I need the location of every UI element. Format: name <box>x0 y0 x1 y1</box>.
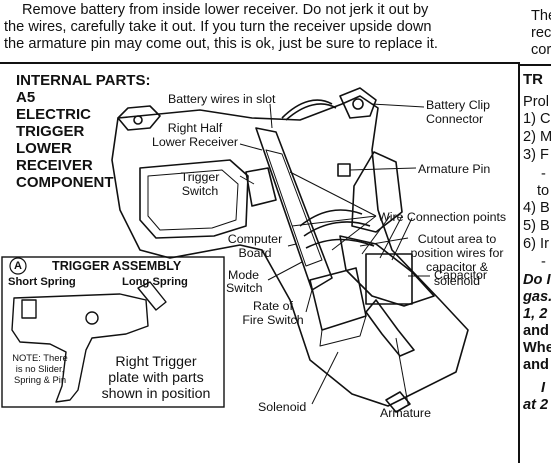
callout-cutout-2: position wires for <box>404 246 510 260</box>
armature-body <box>366 300 414 356</box>
callout-armature: Armature <box>380 406 431 420</box>
trigger-pivot-hole <box>86 312 98 324</box>
trigger-assembly-badge: A <box>14 260 22 272</box>
right-line-10: - <box>541 254 546 271</box>
right-line-9: 6) Ir <box>523 236 549 253</box>
callout-battery-wires: Battery wires in slot <box>168 92 275 106</box>
right-line-14: and <box>523 323 549 340</box>
note-line-3: Spring & Pin <box>4 374 76 385</box>
right-line-17: I <box>541 380 545 397</box>
callout-battery-clip-2: Connector <box>426 112 483 126</box>
right-line-5: - <box>541 166 546 183</box>
right-line-8: 5) B <box>523 218 550 235</box>
leader-solenoid <box>312 352 338 404</box>
callout-mode-switch-1: Mode <box>228 268 259 282</box>
solenoid-side <box>320 316 366 346</box>
right-line-7: 4) B <box>523 200 550 217</box>
right-line-3: 2) M <box>523 129 551 146</box>
right-line-12: gas. <box>523 289 551 306</box>
right-line-4: 3) F <box>523 147 549 164</box>
callout-wire-points: Wire Connection points <box>378 210 506 224</box>
callout-right-half-2: Lower Receiver <box>146 135 244 149</box>
trigger-assembly-title: TRIGGER ASSEMBLY <box>52 259 181 273</box>
callout-battery-clip-1: Battery Clip <box>426 98 490 112</box>
callout-solenoid: Solenoid <box>258 400 306 414</box>
battery-wire-1 <box>282 100 332 118</box>
short-spring-label: Short Spring <box>8 276 76 288</box>
note-line-2: is no Slider, <box>4 363 76 374</box>
right-line-16: and <box>523 357 549 374</box>
callout-rate-of-fire-2: Fire Switch <box>234 313 312 327</box>
right-line-11: Do I <box>523 272 551 289</box>
long-spring-label: Long Spring <box>122 276 188 288</box>
right-column-header: TR <box>523 71 543 88</box>
front-tab-hole <box>134 116 142 124</box>
trigger-caption-1: Right Trigger <box>90 354 222 370</box>
callout-capacitor: Capacitor <box>434 268 487 282</box>
leader-armature-pin <box>350 168 416 170</box>
right-line-2: 1) C <box>523 111 551 128</box>
callout-trigger-switch-2: Switch <box>168 184 232 198</box>
armature-pin <box>338 164 350 176</box>
callout-computer-board-2: Board <box>222 246 288 260</box>
right-line-1: Prol <box>523 94 549 111</box>
leader-battery-wires <box>270 104 272 128</box>
right-line-15: Whe <box>523 340 551 357</box>
short-spring <box>22 300 36 318</box>
callout-mode-switch-2: Switch <box>226 281 263 295</box>
callout-right-half-1: Right Half <box>146 121 244 135</box>
right-line-18: at 2 <box>523 397 548 414</box>
solenoid-body <box>310 268 366 330</box>
trigger-caption-3: shown in position <box>90 386 222 402</box>
callout-cutout-1: Cutout area to <box>404 232 510 246</box>
note-line-1: NOTE: There <box>4 352 76 363</box>
callout-computer-board-1: Computer <box>222 232 288 246</box>
callout-armature-pin: Armature Pin <box>418 162 490 176</box>
battery-clip-hole <box>353 99 363 109</box>
leader-battery-clip <box>372 104 424 107</box>
battery-wire-2 <box>286 104 336 120</box>
right-line-6: to <box>537 183 549 200</box>
leader-computer-board <box>288 244 296 246</box>
right-line-13: 1, 2 <box>523 306 547 323</box>
trigger-caption-2: plate with parts <box>90 370 222 386</box>
callout-rate-of-fire-1: Rate of <box>234 299 312 313</box>
callout-trigger-switch-1: Trigger <box>168 170 232 184</box>
